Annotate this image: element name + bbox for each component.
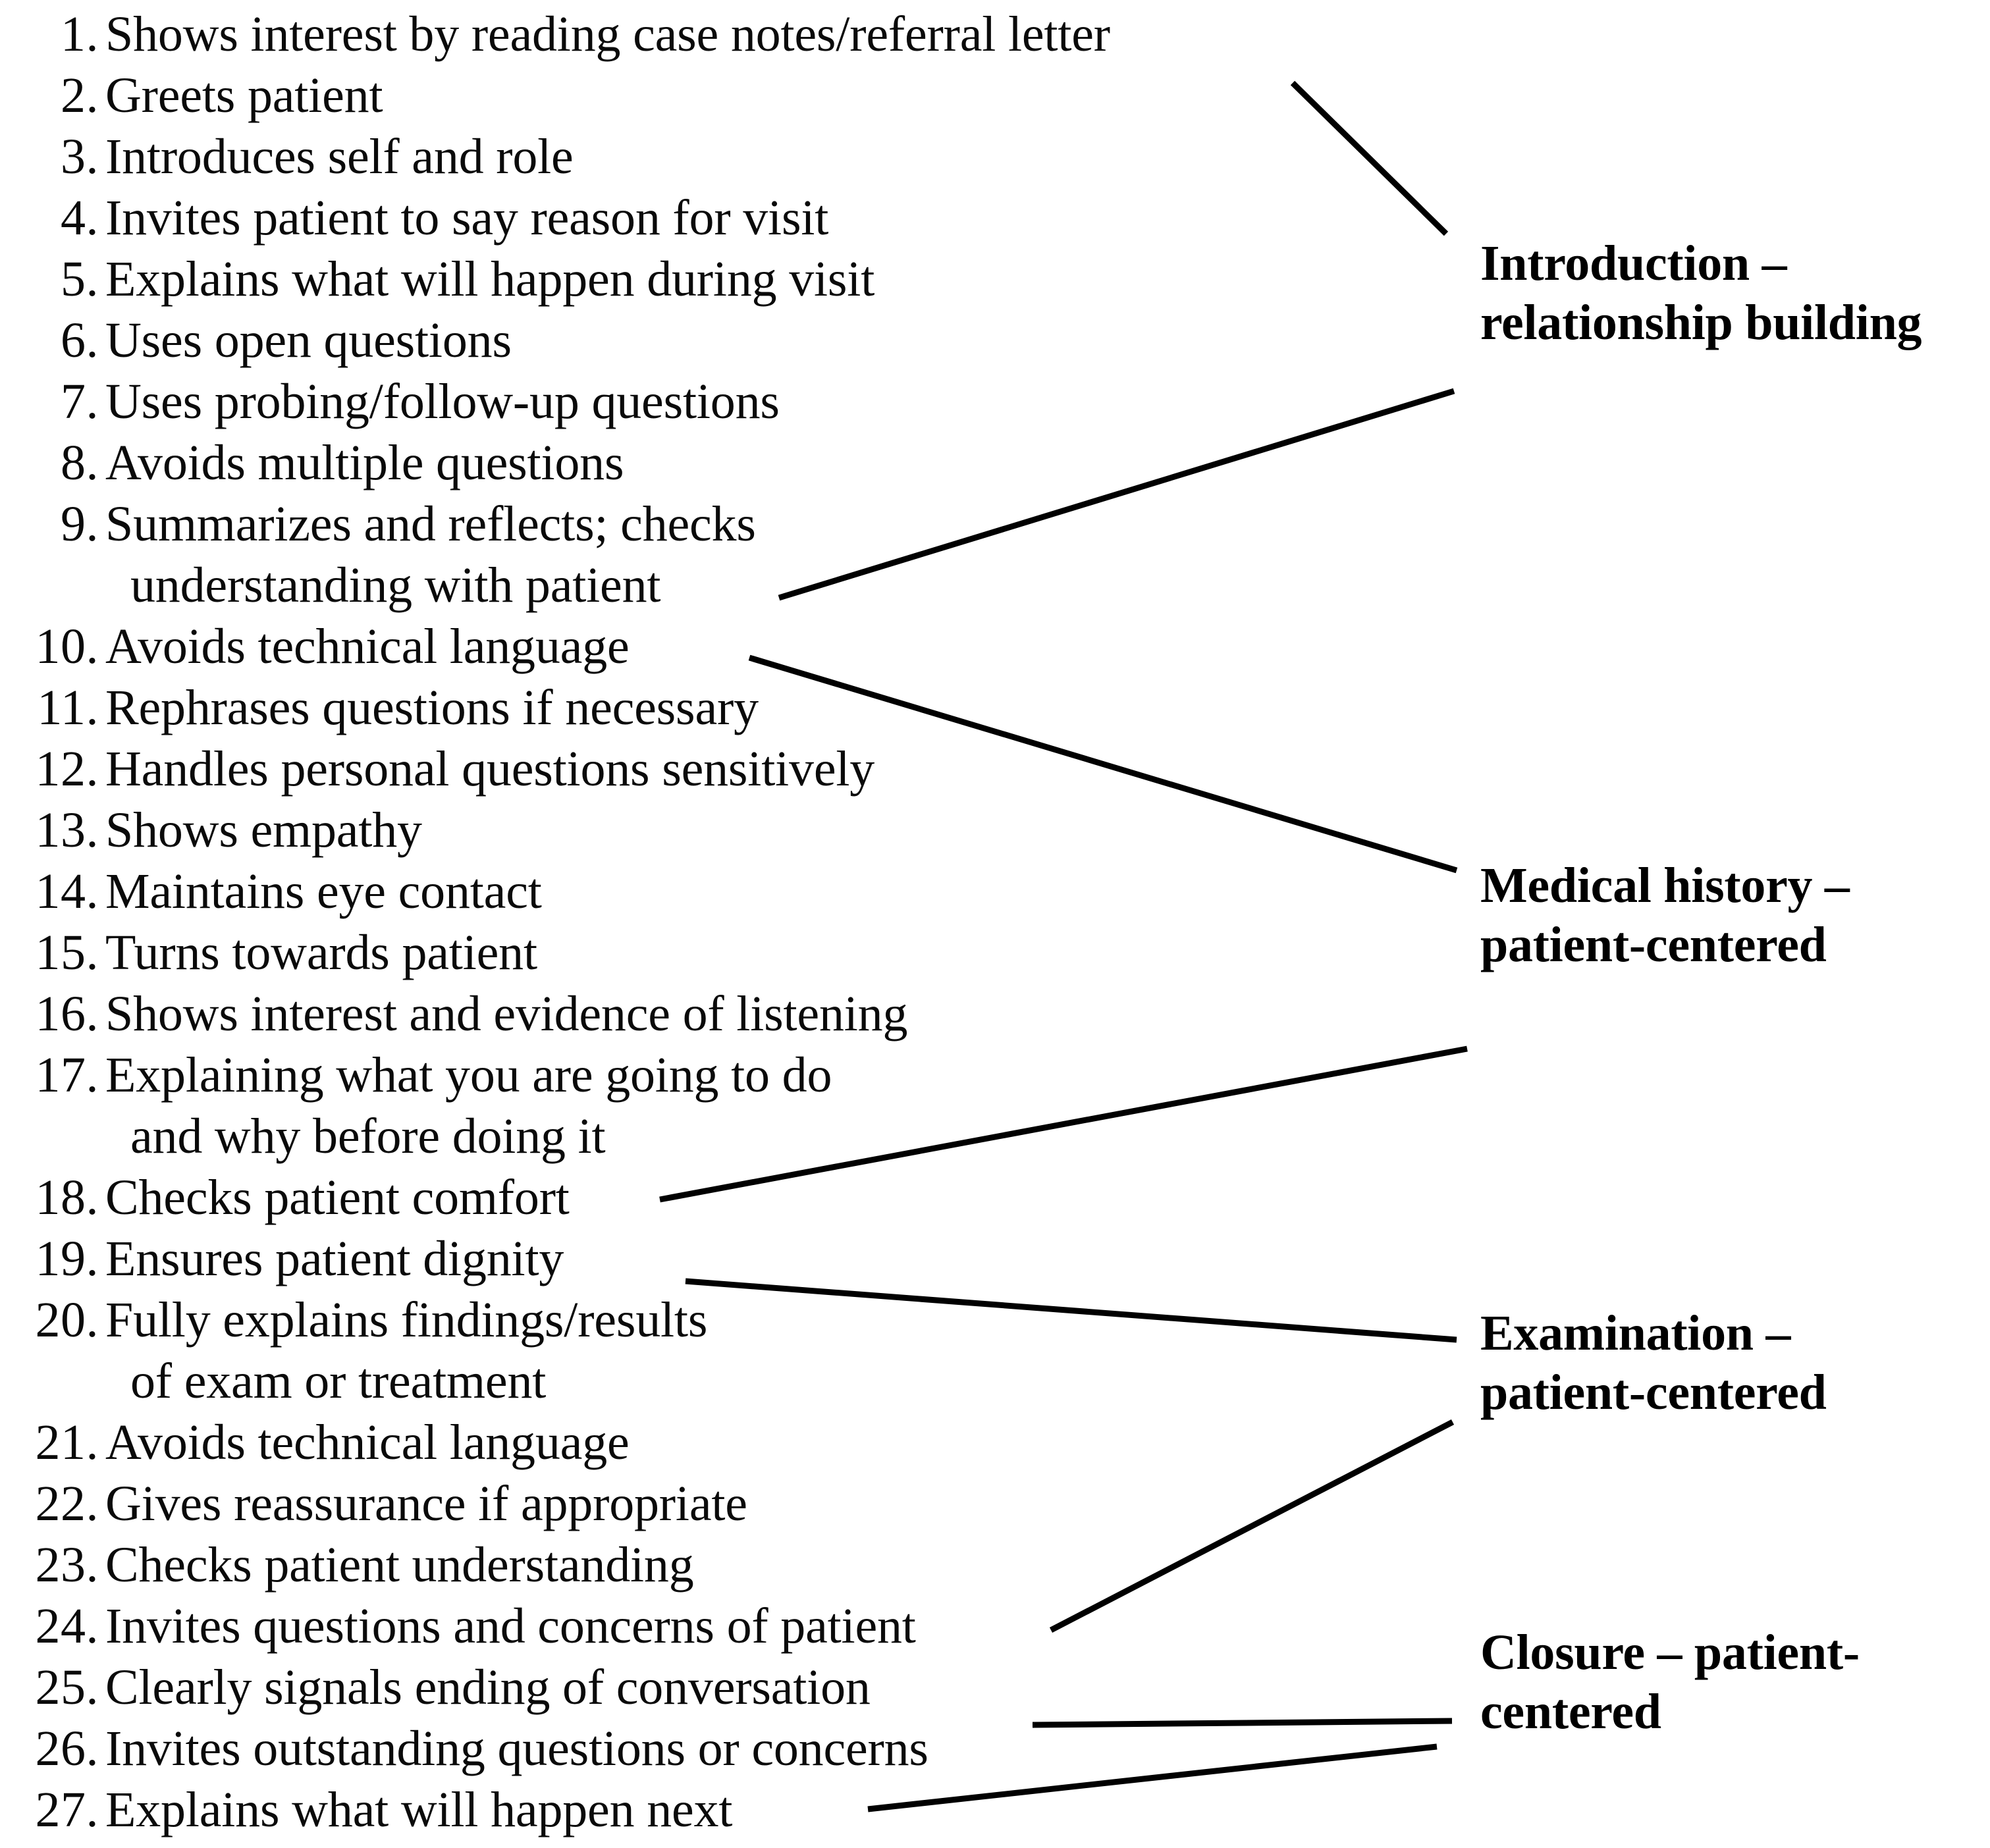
checklist-item: 9.Summarizes and reflects; checks [0, 494, 1416, 555]
checklist-item: 27.Explains what will happen next [0, 1780, 1416, 1841]
checklist-item-number: 20. [35, 1292, 99, 1348]
checklist-item-number: 3. [61, 129, 99, 184]
checklist-item-number: 14. [35, 864, 99, 919]
checklist-item: 5.Explains what will happen during visit [0, 249, 1416, 310]
checklist-item-number: 26. [35, 1721, 99, 1776]
checklist-item-label: Shows interest and evidence of listening [105, 986, 908, 1042]
checklist-item: 12.Handles personal questions sensitivel… [0, 739, 1416, 800]
checklist-item-continuation: and why before doing it [0, 1106, 1416, 1167]
checklist-item-label: Turns towards patient [105, 925, 537, 980]
checklist-item: 11.Rephrases questions if necessary [0, 677, 1416, 739]
checklist-item: 18.Checks patient comfort [0, 1167, 1416, 1228]
stage-label: Introduction – relationship building [1480, 236, 1922, 350]
checklist-item: 6.Uses open questions [0, 310, 1416, 371]
checklist-item: 1.Shows interest by reading case notes/r… [0, 4, 1416, 65]
checklist-item-label: Explains what will happen during visit [105, 251, 875, 307]
checklist-item: 15.Turns towards patient [0, 922, 1416, 984]
checklist-item-number: 23. [35, 1537, 99, 1593]
checklist-item-label: Invites questions and concerns of patien… [105, 1598, 916, 1654]
checklist-item-label: Introduces self and role [105, 129, 574, 184]
checklist-item-number: 2. [61, 68, 99, 123]
checklist-item-label: Summarizes and reflects; checks [105, 496, 756, 552]
checklist-item-number: 24. [35, 1598, 99, 1654]
checklist-item-label: Avoids technical language [105, 619, 630, 674]
checklist-item-label: Clearly signals ending of conversation [105, 1660, 871, 1715]
checklist-item-number: 1. [61, 7, 99, 62]
checklist-item-number: 19. [35, 1231, 99, 1286]
checklist-item-number: 8. [61, 435, 99, 490]
checklist-item-number: 17. [35, 1047, 99, 1103]
checklist-item-label: Checks patient understanding [105, 1537, 694, 1593]
checklist-item-label: Uses probing/follow-up questions [105, 374, 780, 429]
checklist-item-label: Shows interest by reading case notes/ref… [105, 7, 1110, 62]
checklist-item-continuation: of exam or treatment [0, 1351, 1416, 1412]
stage-label: Medical history – patient-centered [1480, 858, 1850, 972]
checklist-item: 25.Clearly signals ending of conversatio… [0, 1657, 1416, 1718]
checklist-item-label: Uses open questions [105, 313, 512, 368]
checklist-item-number: 9. [61, 496, 99, 552]
consultation-behaviour-checklist: 1.Shows interest by reading case notes/r… [0, 4, 1416, 1841]
checklist-item-label: Invites outstanding questions or concern… [105, 1721, 928, 1776]
checklist-item: 24.Invites questions and concerns of pat… [0, 1596, 1416, 1657]
checklist-item-number: 15. [35, 925, 99, 980]
checklist-item: 16.Shows interest and evidence of listen… [0, 984, 1416, 1045]
checklist-item: 3.Introduces self and role [0, 126, 1416, 188]
checklist-item: 8.Avoids multiple questions [0, 433, 1416, 494]
checklist-item-label: Checks patient comfort [105, 1170, 570, 1225]
checklist-item: 7.Uses probing/follow-up questions [0, 371, 1416, 433]
checklist-item-number: 5. [61, 251, 99, 307]
checklist-item-number: 13. [35, 803, 99, 858]
checklist-item-number: 6. [61, 313, 99, 368]
checklist-item-number: 11. [37, 680, 99, 735]
checklist-item-label: Greets patient [105, 68, 383, 123]
stage-label: Closure – patient- centered [1480, 1625, 1860, 1739]
checklist-item-number: 12. [35, 741, 99, 797]
checklist-item-number: 18. [35, 1170, 99, 1225]
checklist-item: 13.Shows empathy [0, 800, 1416, 861]
checklist-item-number: 4. [61, 190, 99, 246]
checklist-item-number: 7. [61, 374, 99, 429]
checklist-item-label: Fully explains findings/results [105, 1292, 708, 1348]
checklist-item: 4.Invites patient to say reason for visi… [0, 188, 1416, 249]
checklist-item-label: Explaining what you are going to do [105, 1047, 832, 1103]
checklist-item: 17.Explaining what you are going to do [0, 1045, 1416, 1106]
checklist-item: 23.Checks patient understanding [0, 1535, 1416, 1596]
checklist-item-label: Avoids technical language [105, 1415, 630, 1470]
stage-label: Examination – patient-centered [1480, 1306, 1827, 1420]
checklist-item: 22.Gives reassurance if appropriate [0, 1473, 1416, 1535]
checklist-item-number: 25. [35, 1660, 99, 1715]
checklist-item: 20.Fully explains findings/results [0, 1290, 1416, 1351]
checklist-item-label: understanding with patient [130, 558, 661, 613]
checklist-item-label: Handles personal questions sensitively [105, 741, 875, 797]
checklist-item: 2.Greets patient [0, 65, 1416, 126]
checklist-item: 19.Ensures patient dignity [0, 1228, 1416, 1290]
checklist-item-label: Rephrases questions if necessary [105, 680, 759, 735]
checklist-item-number: 22. [35, 1476, 99, 1531]
checklist-item-label: Ensures patient dignity [105, 1231, 564, 1286]
checklist-item-number: 27. [35, 1782, 99, 1837]
checklist-item-label: Invites patient to say reason for visit [105, 190, 829, 246]
checklist-item-label: and why before doing it [130, 1109, 606, 1164]
checklist-item-label: Maintains eye contact [105, 864, 542, 919]
checklist-item: 21.Avoids technical language [0, 1412, 1416, 1473]
checklist-item-label: Gives reassurance if appropriate [105, 1476, 747, 1531]
checklist-item-number: 10. [35, 619, 99, 674]
checklist-item-number: 21. [35, 1415, 99, 1470]
checklist-item-number: 16. [35, 986, 99, 1042]
checklist-item-continuation: understanding with patient [0, 555, 1416, 616]
checklist-item: 10.Avoids technical language [0, 616, 1416, 677]
checklist-item-label: Shows empathy [105, 803, 422, 858]
checklist-item: 14.Maintains eye contact [0, 861, 1416, 922]
checklist-item: 26.Invites outstanding questions or conc… [0, 1718, 1416, 1780]
checklist-item-label: of exam or treatment [130, 1354, 547, 1409]
checklist-item-label: Avoids multiple questions [105, 435, 624, 490]
checklist-item-label: Explains what will happen next [105, 1782, 733, 1837]
